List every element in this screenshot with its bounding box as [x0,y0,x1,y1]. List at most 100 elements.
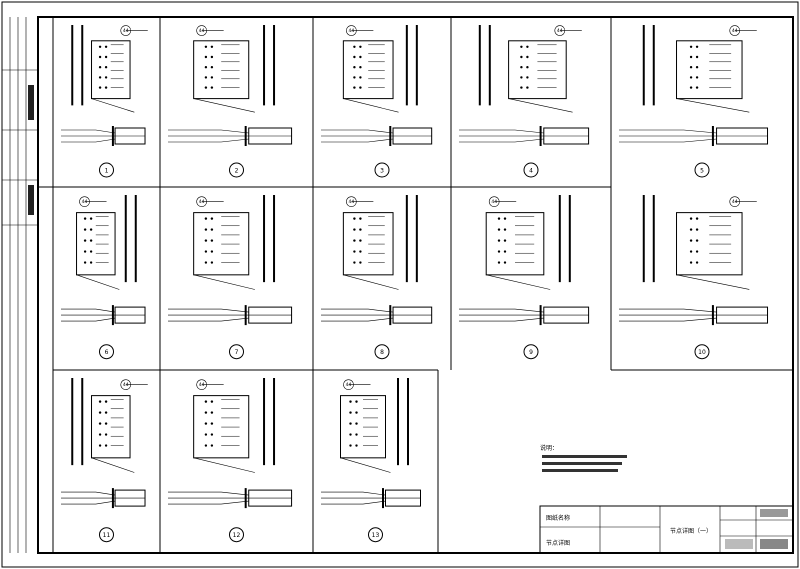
bolt-hole [689,86,693,89]
bolt-hole [210,433,214,436]
bolt-hole [526,66,529,69]
weld-tag-circle [196,25,207,36]
weld-tag-circle [729,196,741,207]
bolt-hole [210,228,214,231]
detail-number-circle [229,527,244,543]
haunch-line [76,274,120,290]
title-block-center: 节点详图（一） [670,527,712,535]
bolt-hole [210,261,214,264]
haunch-line [91,457,135,473]
bolt-hole [359,250,362,253]
bolt-hole [689,261,693,264]
detail-number: 4 [529,168,533,175]
bolt-hole [83,228,87,231]
detail-number: 5 [700,168,704,175]
bolt-hole [353,261,356,264]
bolt-hole [210,45,214,48]
title-block-stamp-1 [760,509,788,517]
bolt-hole [689,228,693,231]
haunch-line [508,98,573,113]
bolt-hole [503,261,507,264]
plan-beam-top [61,308,116,313]
detail-number-circle [694,162,710,178]
bolt-hole [104,66,108,69]
bolt-hole [98,76,102,79]
bolt-hole [210,55,214,59]
bolt-hole [520,76,523,79]
bolt-hole [210,422,214,425]
haunch-line [486,274,551,290]
bolt-hole [353,217,356,220]
bolt-hole [204,261,208,264]
note-line-1 [542,455,627,458]
left-binding-strip [2,17,38,553]
bolt-hole [98,433,102,436]
plan-beam-bottom [321,500,386,505]
bolt-hole [359,76,362,79]
bolt-hole [497,250,501,253]
bolt-hole [526,76,529,79]
bolt-hole [204,217,208,220]
detail-number: 7 [235,349,239,356]
weld-tag-circle [343,379,354,390]
detail-number: 3 [380,168,384,175]
connection-plate [485,212,545,276]
bolt-hole [359,228,362,231]
detail-number: 2 [235,168,239,175]
detail-number-circle [523,344,539,360]
detail-number-circle [368,527,383,543]
connection-plate [676,40,743,100]
bolt-hole [349,433,352,436]
haunch-line [676,98,750,113]
bolt-hole [349,400,352,403]
bolt-hole [349,422,352,425]
detail-5: 445 [619,25,769,178]
plan-beam-bottom [321,317,394,322]
notes-block: 说明： [540,444,627,472]
bolt-hole [689,45,693,48]
bolt-hole [98,55,102,59]
bolt-hole [104,86,108,89]
detail-number-circle [374,344,390,360]
note-line-2 [542,462,622,465]
detail-number-circle [523,162,539,178]
detail-number: 9 [529,349,533,356]
detail-9: 449 [459,195,590,360]
bolt-hole [520,86,523,89]
plan-beam-top [619,308,717,313]
bolt-hole [695,217,699,220]
weld-tag-label: 44 [199,199,205,205]
bolt-hole [520,45,523,48]
bolt-hole [204,433,208,436]
connection-plate [508,40,567,100]
title-block-stamp-3 [760,539,788,549]
weld-tag-label: 44 [346,382,352,388]
haunch-line [343,274,399,290]
bolt-hole [695,66,699,69]
weld-tag-label: 44 [557,28,563,34]
bolt-hole [89,228,93,231]
weld-tag-label: 44 [123,382,129,388]
weld-tag-circle [554,25,566,36]
bolt-hole [210,217,214,220]
bolt-hole [83,217,87,220]
detail-number: 10 [698,349,706,356]
bolt-hole [210,66,214,69]
detail-number-circle [229,162,244,178]
bolt-hole [689,239,693,242]
bolt-hole [104,400,108,403]
weld-tag-circle [346,196,357,207]
bolt-hole [204,55,208,59]
bolt-hole [689,66,693,69]
weld-tag-circle [196,379,207,390]
bolt-hole [526,45,529,48]
panel-grid [38,17,793,553]
bolt-hole [695,76,699,79]
bolt-hole [497,217,501,220]
plan-beam-bottom [168,138,249,143]
weld-tag-circle [79,196,90,207]
